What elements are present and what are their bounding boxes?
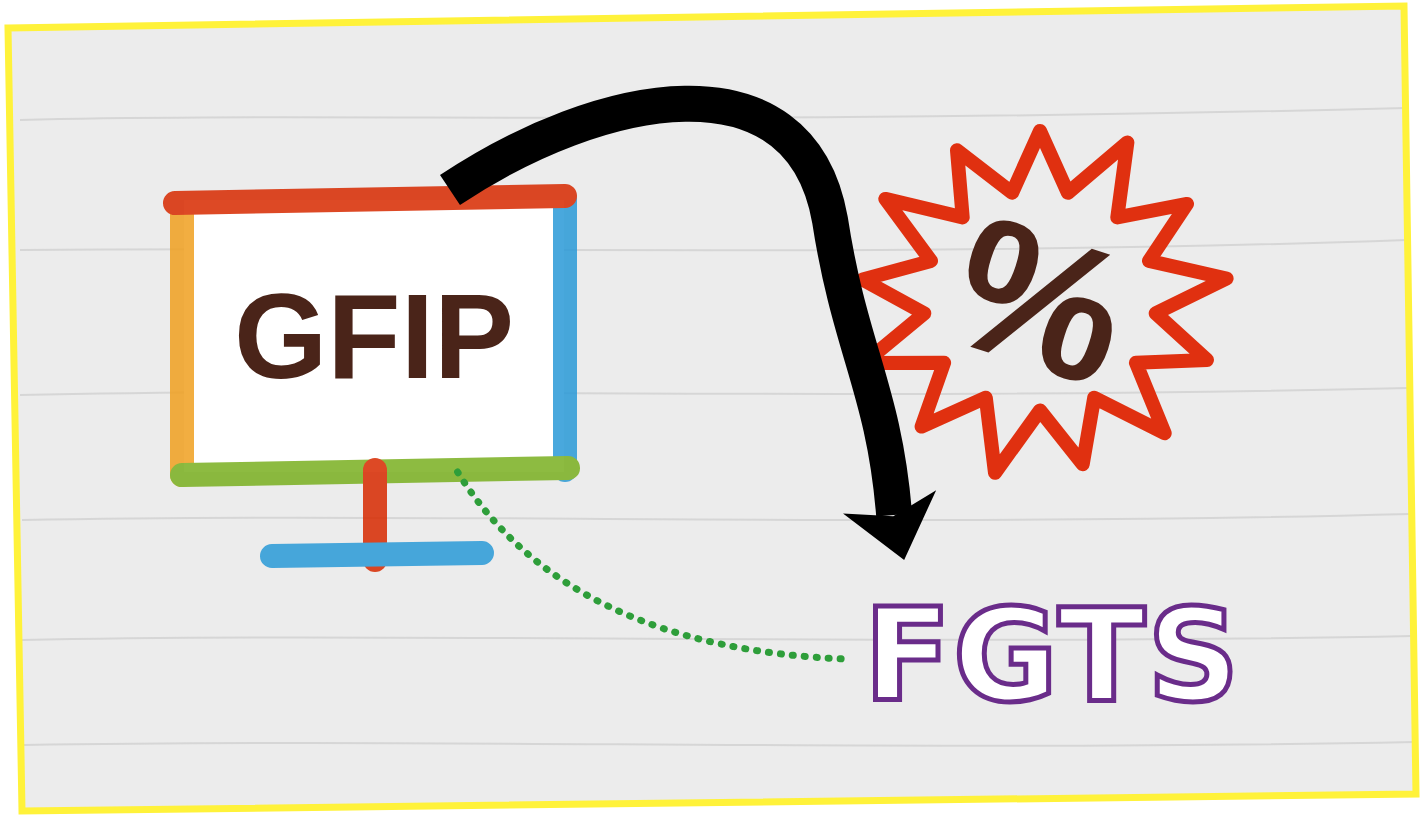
- monitor-screen: GFIP: [184, 200, 564, 472]
- dotted-link: [458, 472, 850, 659]
- monitor-right-edge: [553, 198, 577, 470]
- monitor-left-edge: [170, 205, 194, 475]
- monitor-top-edge: [175, 196, 565, 203]
- wood-line: [20, 108, 1405, 120]
- monitor-base: [272, 553, 482, 556]
- node-label: FGTS: [864, 592, 1242, 720]
- curved-arrow: [450, 104, 936, 560]
- arrow-head: [843, 490, 936, 560]
- yellow-frame: [8, 6, 1416, 811]
- wood-line: [22, 514, 1410, 520]
- monitor-bottom-edge: [182, 468, 568, 475]
- wood-line: [24, 742, 1414, 746]
- wood-panel: [8, 6, 1416, 811]
- arrow-shaft: [450, 104, 894, 515]
- outlined-title: FGTS: [880, 560, 1225, 720]
- starburst-shape: [863, 131, 1227, 473]
- dotted-line: [458, 472, 850, 659]
- monitor-stand: [363, 470, 387, 560]
- starburst-badge: %: [840, 110, 1240, 490]
- node-label: GFIP: [234, 276, 514, 396]
- wood-grain: [20, 108, 1414, 746]
